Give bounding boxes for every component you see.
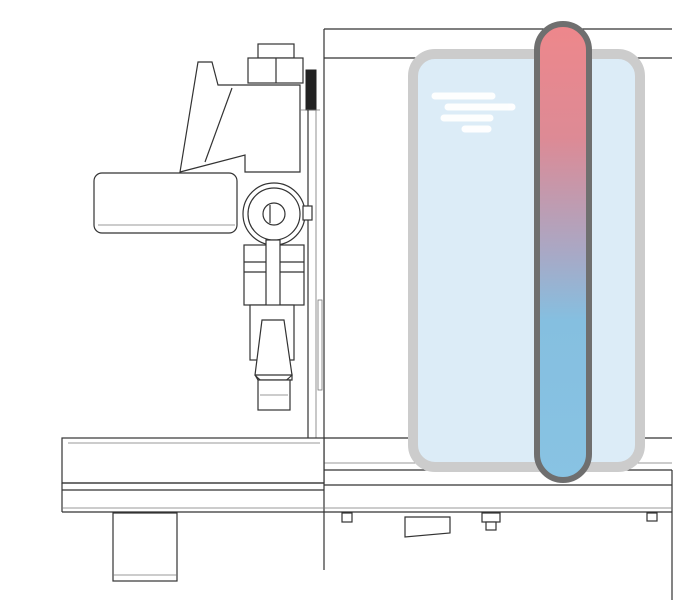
machine-foot bbox=[112, 512, 178, 582]
portafilter-handle bbox=[93, 172, 238, 234]
steam-icon bbox=[431, 92, 516, 133]
drain-bracket bbox=[404, 516, 451, 538]
steam-wand bbox=[243, 239, 305, 411]
machine-base bbox=[61, 483, 672, 513]
heat-exchanger-tube bbox=[534, 21, 592, 483]
group-head bbox=[179, 43, 323, 440]
drip-tray bbox=[61, 437, 325, 491]
bolt-nut bbox=[341, 512, 353, 523]
valve-knob bbox=[242, 182, 313, 246]
bolt-nut bbox=[481, 512, 501, 531]
bolt-nut bbox=[646, 512, 658, 522]
